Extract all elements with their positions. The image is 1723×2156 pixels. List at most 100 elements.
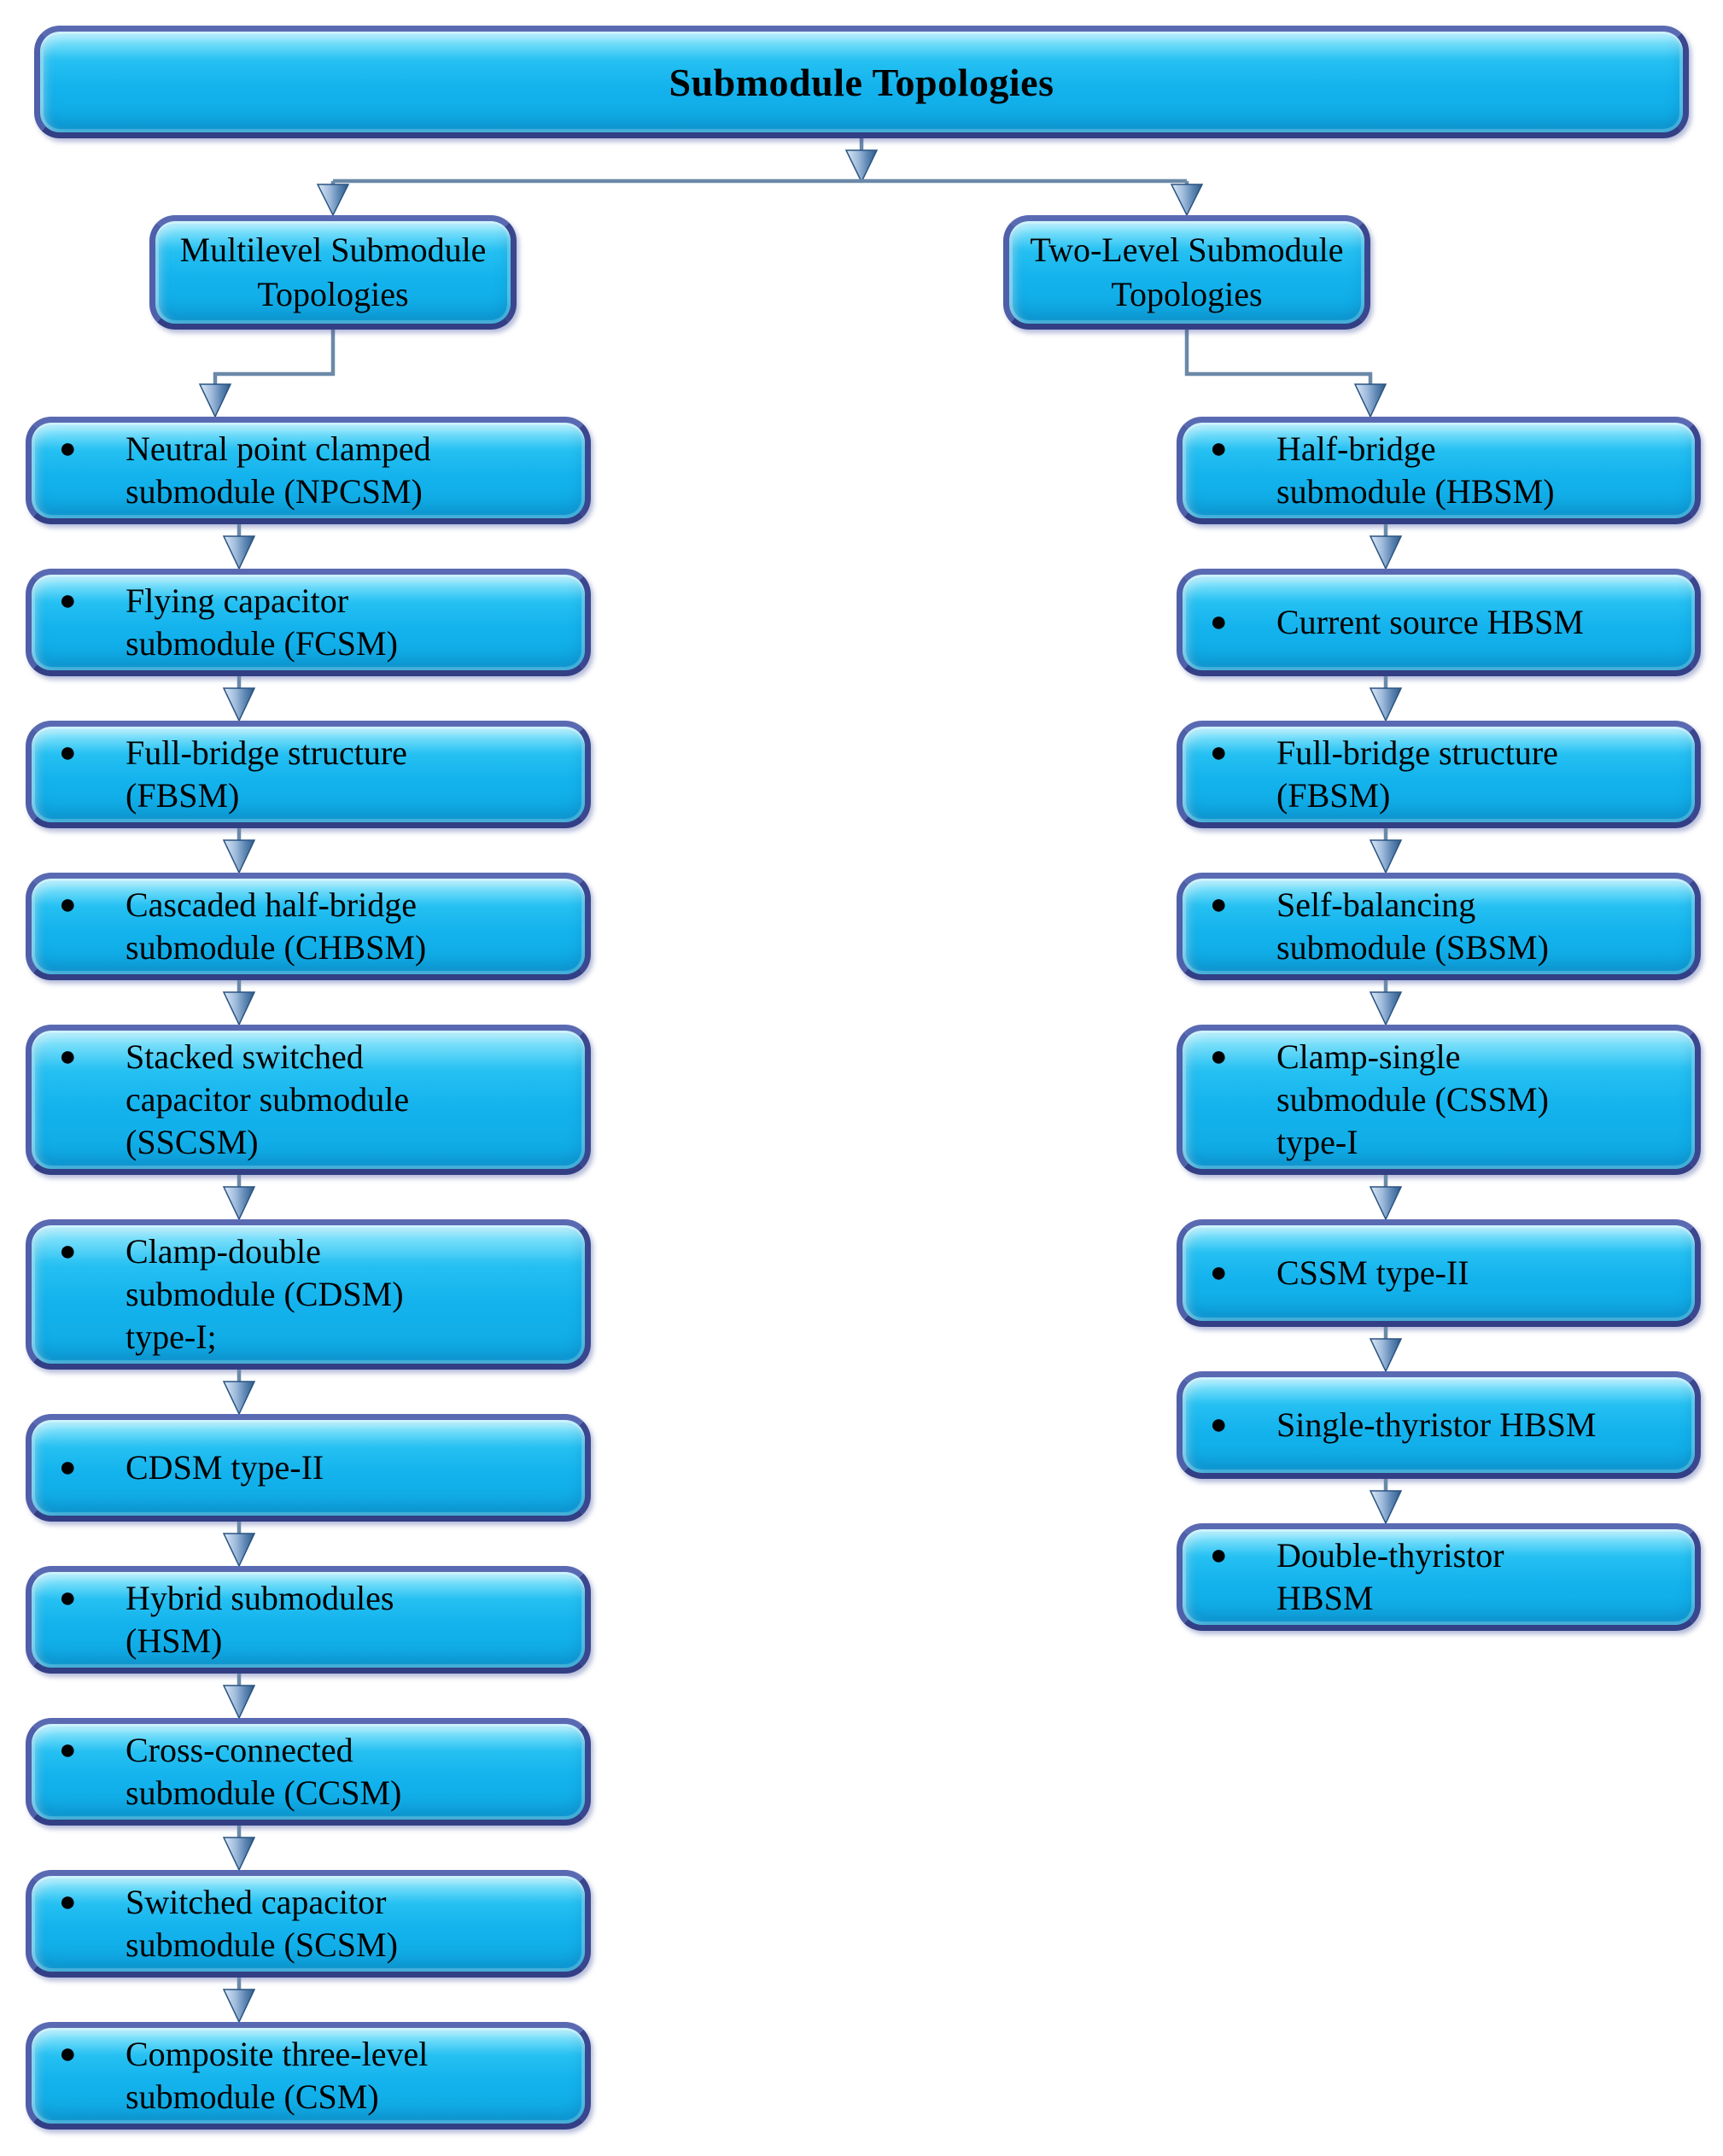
label-line: Topologies (1111, 275, 1263, 313)
bullet-icon: ● (59, 1886, 77, 1918)
bullet-icon: ● (1210, 1409, 1228, 1440)
label-line: Cross-connected (126, 1731, 353, 1769)
label-line: submodule (SBSM) (1276, 928, 1549, 967)
label-line: submodule (CHBSM) (126, 928, 427, 967)
bullet-icon: ● (59, 1236, 77, 1267)
label-line: Composite three-level (126, 2035, 429, 2073)
arrow-down-icon (844, 149, 879, 184)
bullet-icon: ● (59, 433, 77, 465)
item-row: ●CSSM type-II (1203, 1252, 1469, 1294)
item-row: ●Hybrid submodules(HSM) (52, 1577, 394, 1662)
label-line: submodule (CCSM) (126, 1773, 402, 1812)
label-line: CDSM type-II (126, 1448, 324, 1487)
item-label: Hybrid submodules(HSM) (126, 1577, 394, 1662)
connector-tee-to-multilevel (316, 181, 350, 217)
label-line: Clamp-single (1276, 1037, 1461, 1076)
bullet-icon: ● (1210, 433, 1228, 465)
arrow-down-icon (26, 1175, 591, 1219)
arrow-down-icon (26, 1674, 591, 1718)
node-fbsm: ●Full-bridge structure(FBSM) (26, 721, 591, 828)
node-current-source-hbsm: ● Current source HBSM (1177, 569, 1701, 676)
label-line: CSSM type-II (1276, 1253, 1469, 1292)
label-line: Two-Level Submodule (1030, 231, 1344, 269)
item-label: Cross-connected submodule (CCSM) (126, 1729, 401, 1814)
node-fbsm-two-level: ●Full-bridge structure(FBSM) (1177, 721, 1701, 828)
item-label: Current source HBSM (1276, 601, 1584, 644)
label-line: Single-thyristor HBSM (1276, 1405, 1597, 1444)
arrow-down-icon (1177, 1479, 1701, 1523)
item-label: Stacked switched capacitor submodule (SSCS… (126, 1036, 409, 1164)
arrow-down-icon (1177, 1175, 1701, 1219)
connector-tee-to-two-level (1170, 181, 1204, 217)
arrow-down-icon (1177, 524, 1701, 569)
arrow-down-icon (1177, 1327, 1701, 1371)
bullet-icon: ● (59, 889, 77, 920)
label-line: (SSCSM) (126, 1123, 259, 1161)
bullet-icon: ● (1210, 606, 1228, 638)
label-line: capacitor submodule (126, 1080, 410, 1119)
bullet-icon: ● (59, 1041, 77, 1072)
label-line: submodule (FCSM) (126, 624, 398, 663)
item-label: CDSM type-II (126, 1446, 324, 1489)
item-row: ●Full-bridge structure(FBSM) (1203, 732, 1558, 817)
item-row: ● CDSM type-II (52, 1446, 324, 1489)
item-label: Full-bridge structure(FBSM) (1276, 732, 1558, 817)
arrow-down-icon (1177, 828, 1701, 873)
label-line: Neutral point clamped (126, 429, 431, 468)
label-line: Stacked switched (126, 1037, 364, 1076)
node-sscsm: ● Stacked switched capacitor submodule (SSC… (26, 1025, 591, 1175)
arrow-down-icon (198, 383, 232, 418)
bullet-icon: ● (1210, 1540, 1228, 1571)
bullet-icon: ● (59, 1452, 77, 1483)
item-row: ●Full-bridge structure(FBSM) (52, 732, 407, 817)
diagram-title: Submodule Topologies (669, 60, 1054, 104)
label-line: submodule (CSM) (126, 2077, 379, 2116)
label-line: Full-bridge structure (1276, 733, 1558, 772)
label-line: Multilevel Submodule (179, 231, 487, 269)
label-line: HBSM (1276, 1579, 1374, 1617)
item-label: Full-bridge structure(FBSM) (126, 732, 407, 817)
connector-title-to-tee (844, 138, 879, 184)
arrow-down-icon (1353, 383, 1387, 418)
bullet-icon: ● (59, 1734, 77, 1766)
node-hsm: ●Hybrid submodules(HSM) (26, 1566, 591, 1674)
label-line: Clamp-double (126, 1232, 321, 1271)
item-row: ● Single-thyristor HBSM (1203, 1404, 1596, 1446)
label-line: (FBSM) (126, 776, 240, 815)
label-line: type-I (1276, 1123, 1358, 1161)
node-cssm-type-ii: ●CSSM type-II (1177, 1219, 1701, 1327)
arrow-down-icon (26, 676, 591, 721)
item-row: ● Stacked switched capacitor submodule (SSC… (52, 1036, 409, 1164)
label-line: Current source HBSM (1276, 603, 1584, 641)
bullet-icon: ● (1210, 1041, 1228, 1072)
label-line: Switched capacitor (126, 1883, 387, 1921)
arrow-down-icon (26, 1978, 591, 2022)
